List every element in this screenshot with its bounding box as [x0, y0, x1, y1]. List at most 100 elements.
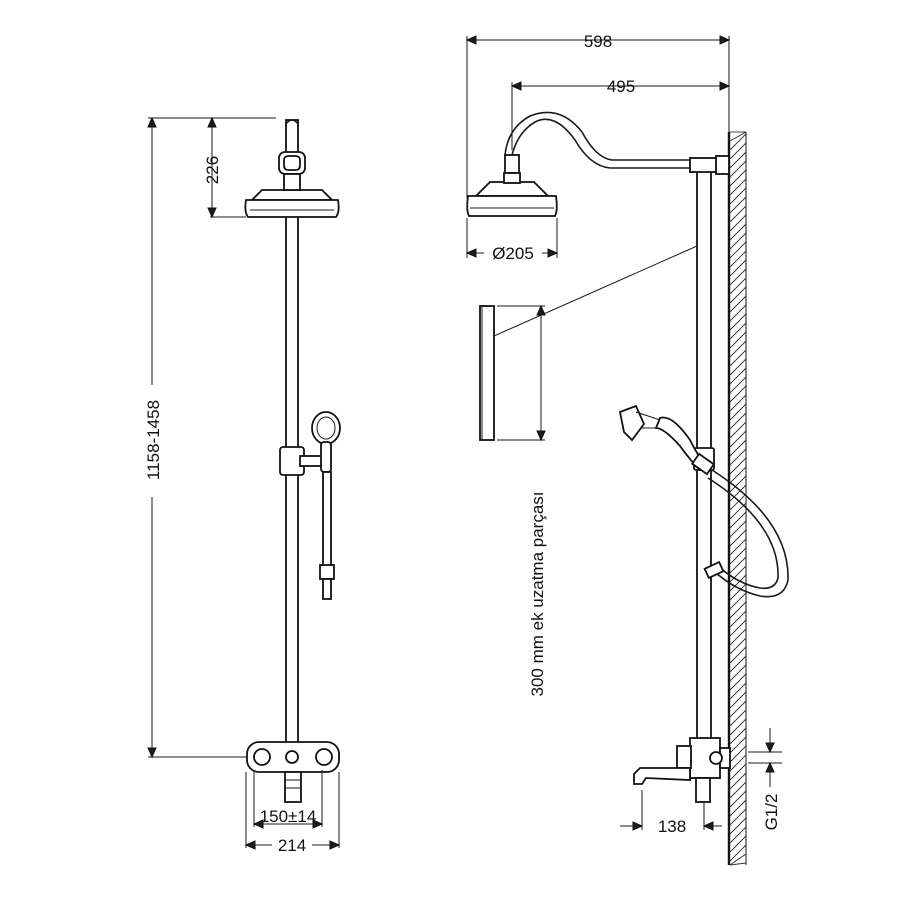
wall-hatch-line [729, 772, 747, 790]
wall-hatch-line [729, 322, 747, 340]
dim-height-arrow-top [147, 116, 157, 128]
dim-centers-arrow-right [312, 819, 324, 829]
dim-226-arrow-top [207, 116, 217, 128]
dim-ext-arrow-top [536, 304, 546, 316]
wall-hatch-line [729, 691, 747, 709]
wall-hatch-line [729, 475, 747, 493]
dim-height-label-bg [144, 385, 162, 497]
wall-hatch-line [729, 385, 747, 403]
wall-hatch-line [729, 403, 747, 421]
dim-214-label: 214 [278, 836, 306, 855]
side-bath-spout [633, 767, 691, 785]
wall-hatch-line [729, 610, 747, 628]
wall-hatch-line [729, 745, 747, 763]
wall-hatch-line [729, 808, 747, 826]
dim-205-label-bg [484, 243, 542, 261]
wall-hatch-line [729, 538, 747, 556]
wall-hatch-line [729, 295, 747, 313]
wall-hatch-line [729, 637, 747, 655]
wall-hatch-line [729, 223, 747, 241]
wall-hatch-line [729, 131, 747, 142]
side-top-wall-bracket [715, 155, 730, 175]
wall-hatch-line [729, 376, 747, 394]
wall-hatch-line [729, 268, 747, 286]
wall-hatch-line [729, 727, 747, 745]
wall-hatch-line [729, 133, 747, 151]
wall-hatch-line [729, 853, 747, 866]
extension-piece-label: 300 mm ek uzatma parçası [528, 491, 547, 696]
wall-hatch-line [729, 196, 747, 214]
front-hose [322, 471, 332, 568]
dim-height-label: 1158-1458 [144, 400, 163, 480]
dim-138-label: 138 [658, 817, 686, 836]
wall-hatch-line [729, 448, 747, 466]
side-head-connector [503, 172, 521, 184]
side-hose-end-nut [703, 560, 725, 580]
wall-hatch-line [729, 565, 747, 583]
dim-214-label-bg [272, 836, 312, 854]
wall-hatch-line [729, 664, 747, 682]
dim-495-arrow-left [510, 81, 522, 91]
side-view: 598 495 Ø205 300 mm ek uzatma parçası [465, 32, 789, 866]
side-hand-shower-neck-top [635, 411, 661, 421]
wall-hatch-line [729, 241, 747, 259]
side-top-tee [689, 157, 719, 173]
wall-hatch-line [729, 367, 747, 385]
wall-hatch-line [729, 421, 747, 439]
dim-495-label: 495 [607, 77, 635, 96]
front-hose-end [322, 578, 332, 600]
wall-hatch-line [729, 250, 747, 268]
dim-598-arrow-left [465, 35, 477, 45]
side-mixer-handle [676, 745, 692, 769]
side-head-neck [504, 154, 520, 174]
wall-hatch-line [729, 160, 747, 178]
front-view: 226 1158-1458 150±14 214 [144, 116, 341, 855]
wall-hatch-line [729, 592, 747, 610]
side-arm-upper [511, 118, 690, 169]
wall-hatch-line [729, 781, 747, 799]
wall-hatch-line [729, 187, 747, 205]
wall-hatch-line [729, 628, 747, 646]
wall-hatch-line [729, 619, 747, 637]
wall-hatch-line [729, 736, 747, 754]
extension-piece [479, 305, 495, 441]
side-diverter [695, 777, 711, 803]
front-hand-shower-inner [316, 416, 336, 440]
front-head-rose [244, 199, 340, 218]
extension-leader-line [493, 245, 698, 337]
wall-hatch-line [729, 862, 747, 866]
wall-hatch-line [729, 718, 747, 736]
wall-hatch-line [729, 799, 747, 817]
wall-hatch-line [729, 214, 747, 232]
front-mixer-right-handle [315, 748, 333, 766]
wall-hatch-line [729, 547, 747, 565]
wall-hatch-line [729, 700, 747, 718]
front-mixer-left-handle [253, 748, 271, 766]
wall-hatch-line [729, 457, 747, 475]
side-arm-lower [504, 111, 690, 161]
dim-g12-arrow-bottom [765, 761, 775, 773]
wall-hatch-line [729, 205, 747, 223]
dim-centers-label: 150±14 [260, 807, 317, 826]
wall-hatch-line [729, 430, 747, 448]
side-head-dome [473, 181, 551, 197]
dim-138-arrow-right [702, 821, 714, 831]
side-hose-outer [711, 469, 789, 598]
wall-hatch-line [729, 169, 747, 187]
wall-hatch-line [729, 142, 747, 160]
wall-hatch-line [729, 484, 747, 502]
wall-hatch-line [729, 844, 747, 862]
dim-138-arrow-left [632, 821, 644, 831]
wall-hatch-line [729, 340, 747, 358]
dim-495-arrow-right [719, 81, 731, 91]
wall-hatch-line [729, 673, 747, 691]
wall-hatch-line [729, 709, 747, 727]
front-diverter [284, 771, 302, 803]
wall-hatch-line [729, 439, 747, 457]
wall-hatch-line [729, 412, 747, 430]
wall-hatch-line [729, 655, 747, 673]
dim-226-arrow-bottom [207, 207, 217, 219]
side-mixer-knob [709, 751, 723, 765]
dim-height-arrow-bottom [147, 747, 157, 759]
